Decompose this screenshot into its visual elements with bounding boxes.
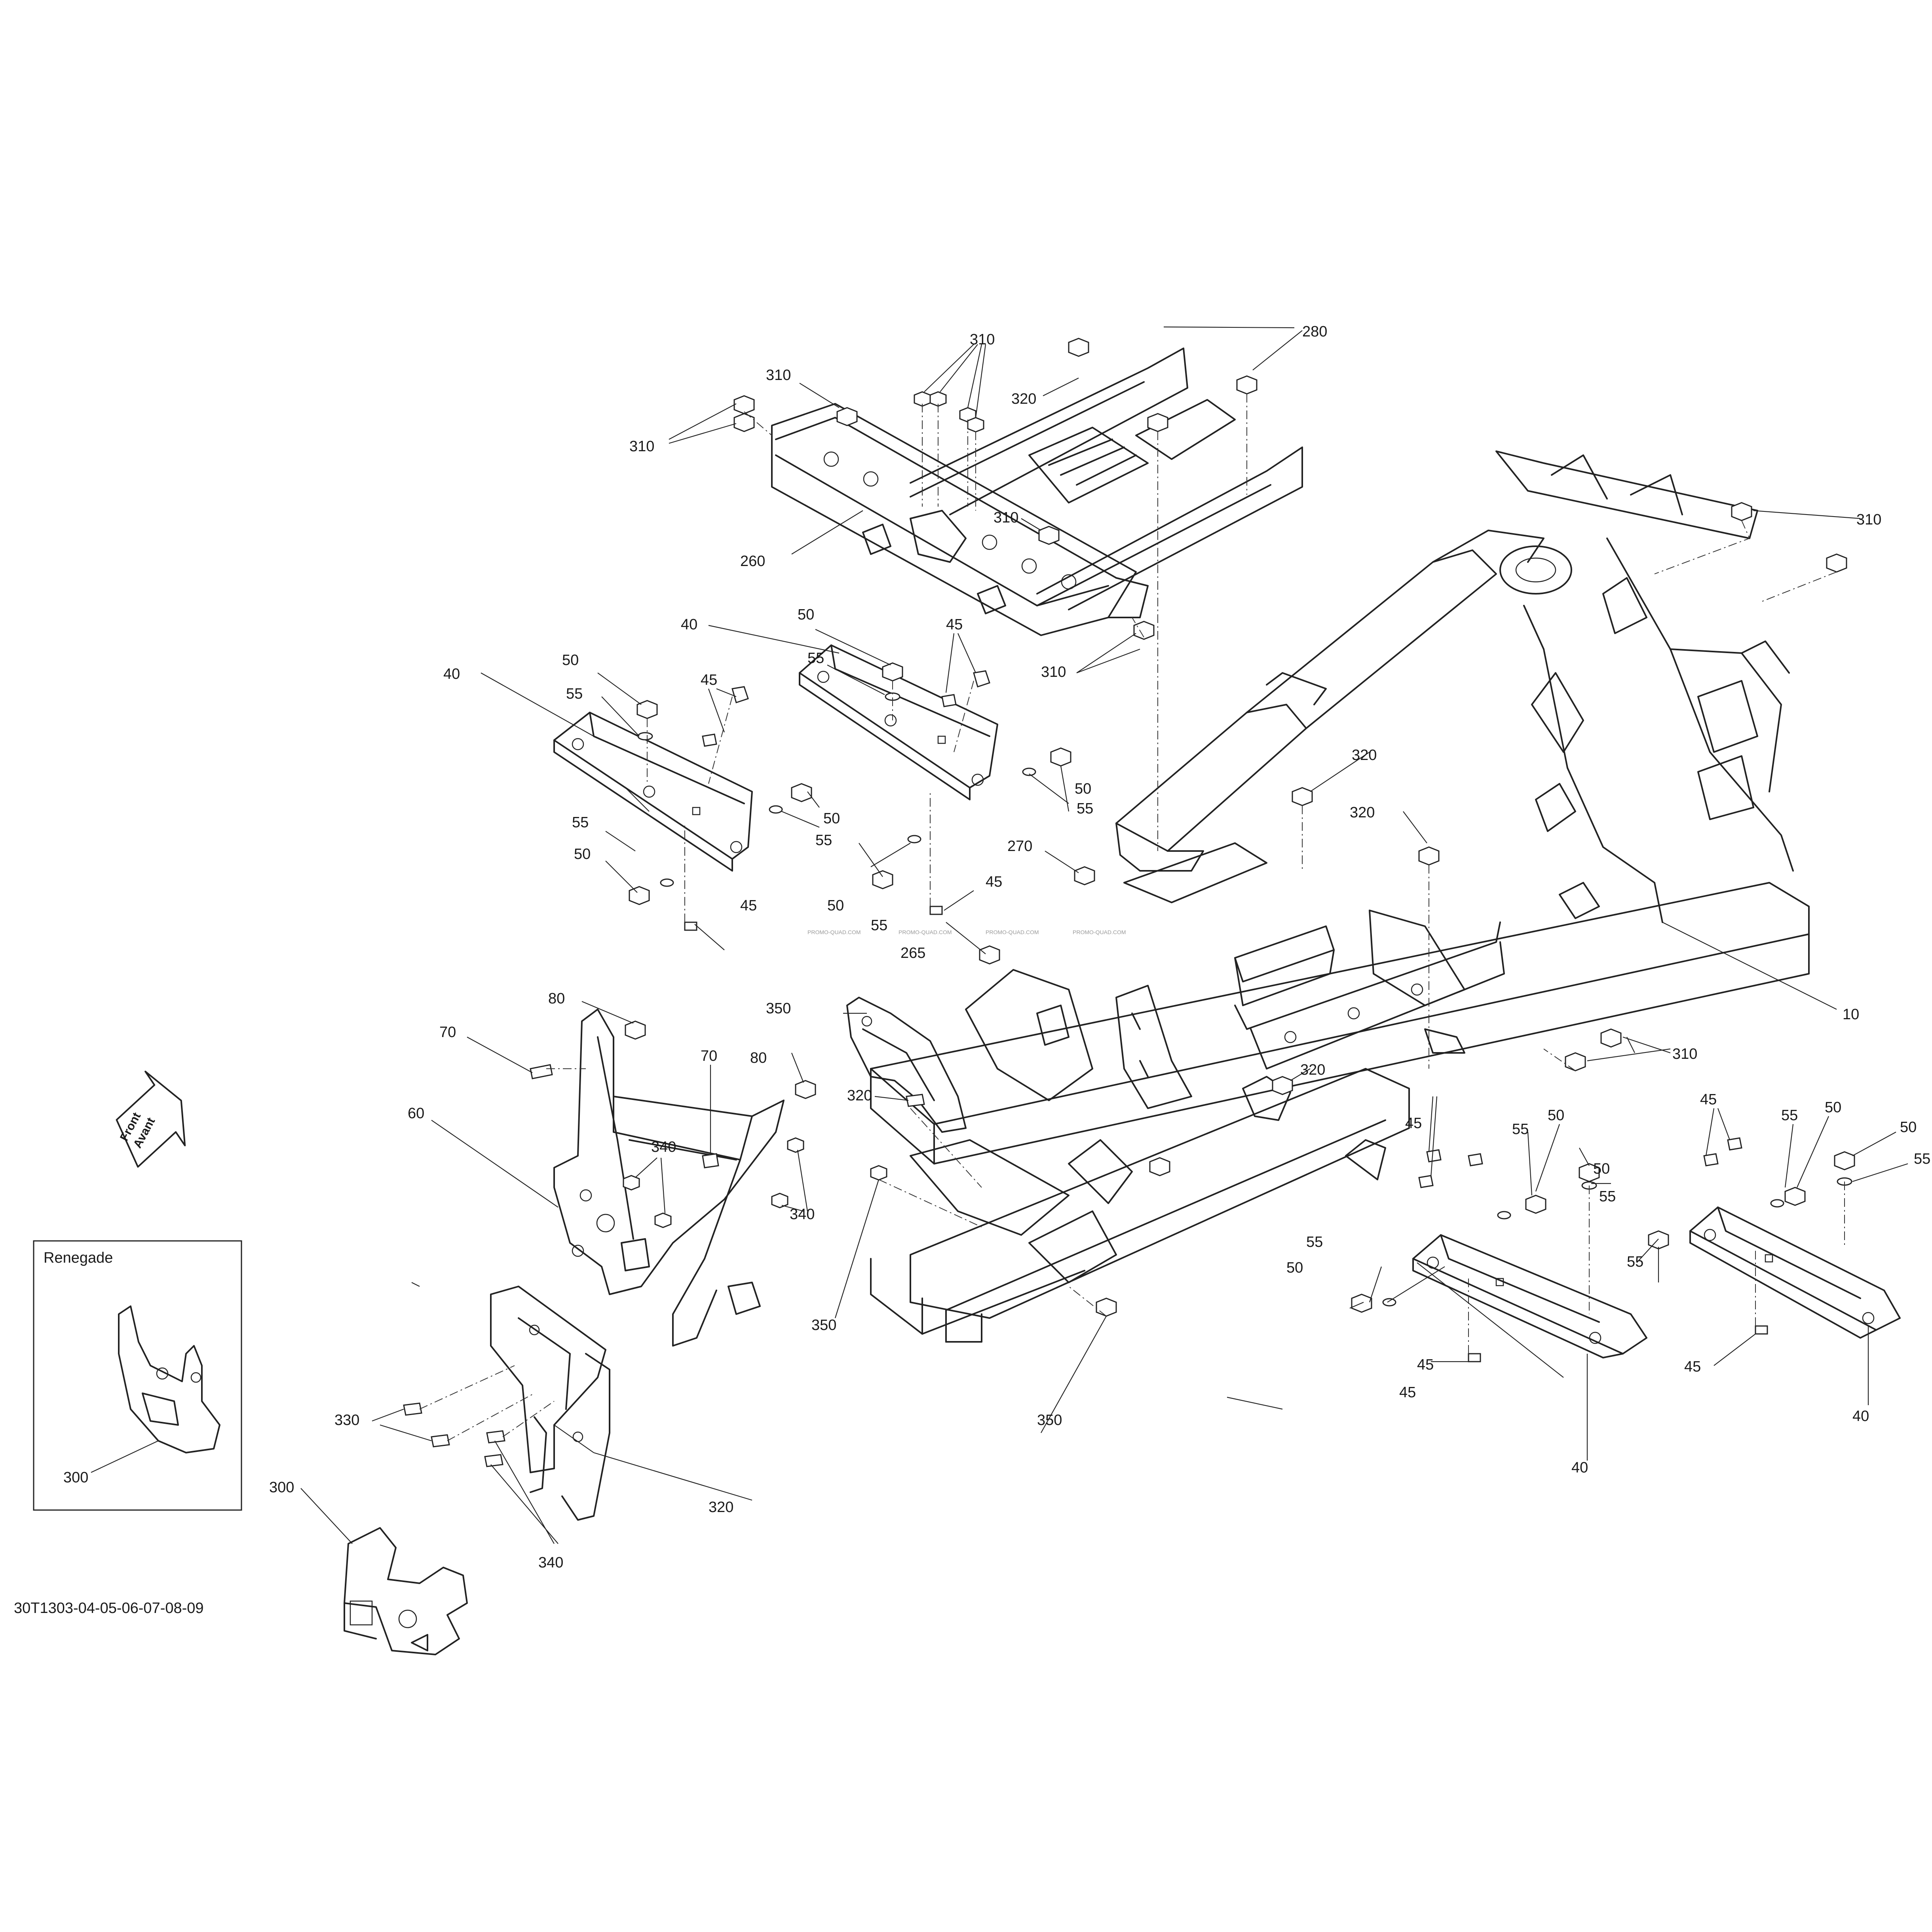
callout-10: 10: [1843, 1006, 1859, 1023]
callout-55-h: 55: [1599, 1188, 1616, 1205]
callout-55-l: 55: [1627, 1254, 1643, 1270]
callout-55-e: 55: [1077, 800, 1093, 817]
callout-40-left: 40: [443, 666, 460, 682]
callout-350-d: 350: [1037, 1412, 1062, 1429]
callout-55-a: 55: [566, 686, 583, 702]
callout-50-h: 50: [1593, 1161, 1610, 1177]
callout-labels: 10 40 40 40 40 45 45 45 45 45 45 45 45 4…: [63, 323, 1930, 1571]
callout-50-a: 50: [562, 652, 579, 669]
callout-40-center: 40: [681, 616, 697, 633]
callout-310-c: 310: [994, 509, 1018, 526]
callout-320-e: 320: [1300, 1062, 1325, 1078]
callout-40-right-a: 40: [1571, 1459, 1588, 1476]
callout-310-e: 310: [1856, 511, 1881, 528]
watermark-2: PROMO-QUAD.COM: [899, 929, 952, 935]
callout-45-i: 45: [1417, 1356, 1434, 1373]
callout-320-c: 320: [1352, 747, 1377, 764]
callout-45-e: 45: [1405, 1115, 1422, 1132]
callout-360: 350: [766, 1000, 791, 1017]
callout-50-f: 50: [827, 897, 844, 914]
callout-310-d: 310: [1041, 664, 1066, 680]
bracket-330-drawing: [490, 1286, 610, 1521]
callout-50-i: 50: [1286, 1260, 1303, 1276]
watermark-4: PROMO-QUAD.COM: [1073, 929, 1126, 935]
callout-265: 265: [900, 945, 925, 961]
callout-55-d: 55: [807, 650, 824, 667]
callout-300-inset: 300: [63, 1469, 88, 1486]
callout-55-i: 55: [1306, 1234, 1323, 1250]
rail-40-right-a-drawing: [1412, 1234, 1647, 1358]
callout-45-f: 45: [1399, 1384, 1416, 1401]
watermark-3: PROMO-QUAD.COM: [986, 929, 1039, 935]
callout-45-h: 45: [1684, 1358, 1701, 1375]
callout-350-b: 340: [790, 1206, 815, 1223]
callout-55-g: 55: [1512, 1121, 1529, 1138]
callout-340-a: 320: [847, 1087, 872, 1104]
assembly-lines: [419, 394, 1845, 1441]
callout-55-b: 55: [572, 814, 589, 831]
drawing-code: 30T1303-04-05-06-07-08-09: [14, 1600, 204, 1617]
callout-60: 60: [408, 1105, 424, 1122]
callout-50-g: 50: [1548, 1107, 1564, 1124]
hitch-300-drawing: [344, 1527, 468, 1655]
callout-55-j: 55: [1781, 1107, 1798, 1124]
callout-45-g: 45: [1700, 1091, 1717, 1108]
callout-320-b: 320: [1011, 391, 1036, 407]
front-badge: Front Avant: [118, 1110, 158, 1150]
callout-330: 320: [709, 1499, 733, 1516]
callout-340-c: 340: [538, 1554, 563, 1571]
main-frame-10-drawing: [870, 450, 1810, 1343]
front-direction-arrow: [116, 1070, 186, 1168]
callout-45-b: 45: [740, 897, 757, 914]
callout-50-d: 50: [798, 606, 814, 623]
rear-crossmember-260-drawing: [771, 348, 1303, 636]
callout-80-b: 80: [750, 1050, 767, 1066]
callout-260: 260: [740, 553, 765, 570]
callout-320-a: 310: [970, 331, 995, 348]
callout-310-b: 310: [629, 438, 654, 455]
callout-45-c: 45: [946, 616, 963, 633]
callout-310-a: 310: [766, 367, 791, 384]
callout-45-a: 45: [701, 672, 717, 688]
callout-50-c: 50: [823, 810, 840, 827]
callout-50-k: 50: [1900, 1119, 1917, 1136]
callout-45-d: 45: [986, 874, 1002, 890]
callout-40-right-b: 40: [1852, 1408, 1869, 1425]
leader-lines: [91, 326, 1908, 1544]
hardware: [403, 338, 1855, 1467]
callout-50-e: 50: [1075, 781, 1091, 797]
callout-270: 270: [1007, 838, 1032, 855]
callout-300: 300: [269, 1479, 294, 1496]
renegade-inset-frame: [33, 1240, 242, 1511]
rail-40-right-b-drawing: [1689, 1206, 1901, 1339]
watermarks: PROMO-QUAD.COM PROMO-QUAD.COM PROMO-QUAD…: [807, 929, 1126, 935]
callout-50-j: 50: [1825, 1099, 1841, 1116]
callout-70-b: 70: [701, 1048, 717, 1064]
callout-80-a: 80: [548, 990, 565, 1007]
callout-50-b: 50: [574, 846, 591, 862]
callout-310-f: 310: [1672, 1046, 1697, 1062]
watermark-1: PROMO-QUAD.COM: [807, 929, 861, 935]
callout-340-b: 330: [334, 1412, 359, 1429]
front-support-60-drawing: [553, 1009, 785, 1347]
callout-70-a: 70: [439, 1024, 456, 1041]
callout-350-a: 340: [651, 1139, 676, 1155]
callout-320-d: 320: [1350, 804, 1375, 821]
bracket-360-drawing: [846, 997, 967, 1133]
renegade-hitch-drawing: [118, 1305, 220, 1453]
renegade-inset-title: Renegade: [44, 1250, 113, 1266]
callout-350-c: 350: [811, 1317, 836, 1334]
callout-55-f: 55: [871, 917, 887, 934]
callout-280: 280: [1302, 323, 1327, 340]
callout-55-c: 55: [815, 832, 832, 849]
callout-55-k: 55: [1914, 1151, 1930, 1167]
